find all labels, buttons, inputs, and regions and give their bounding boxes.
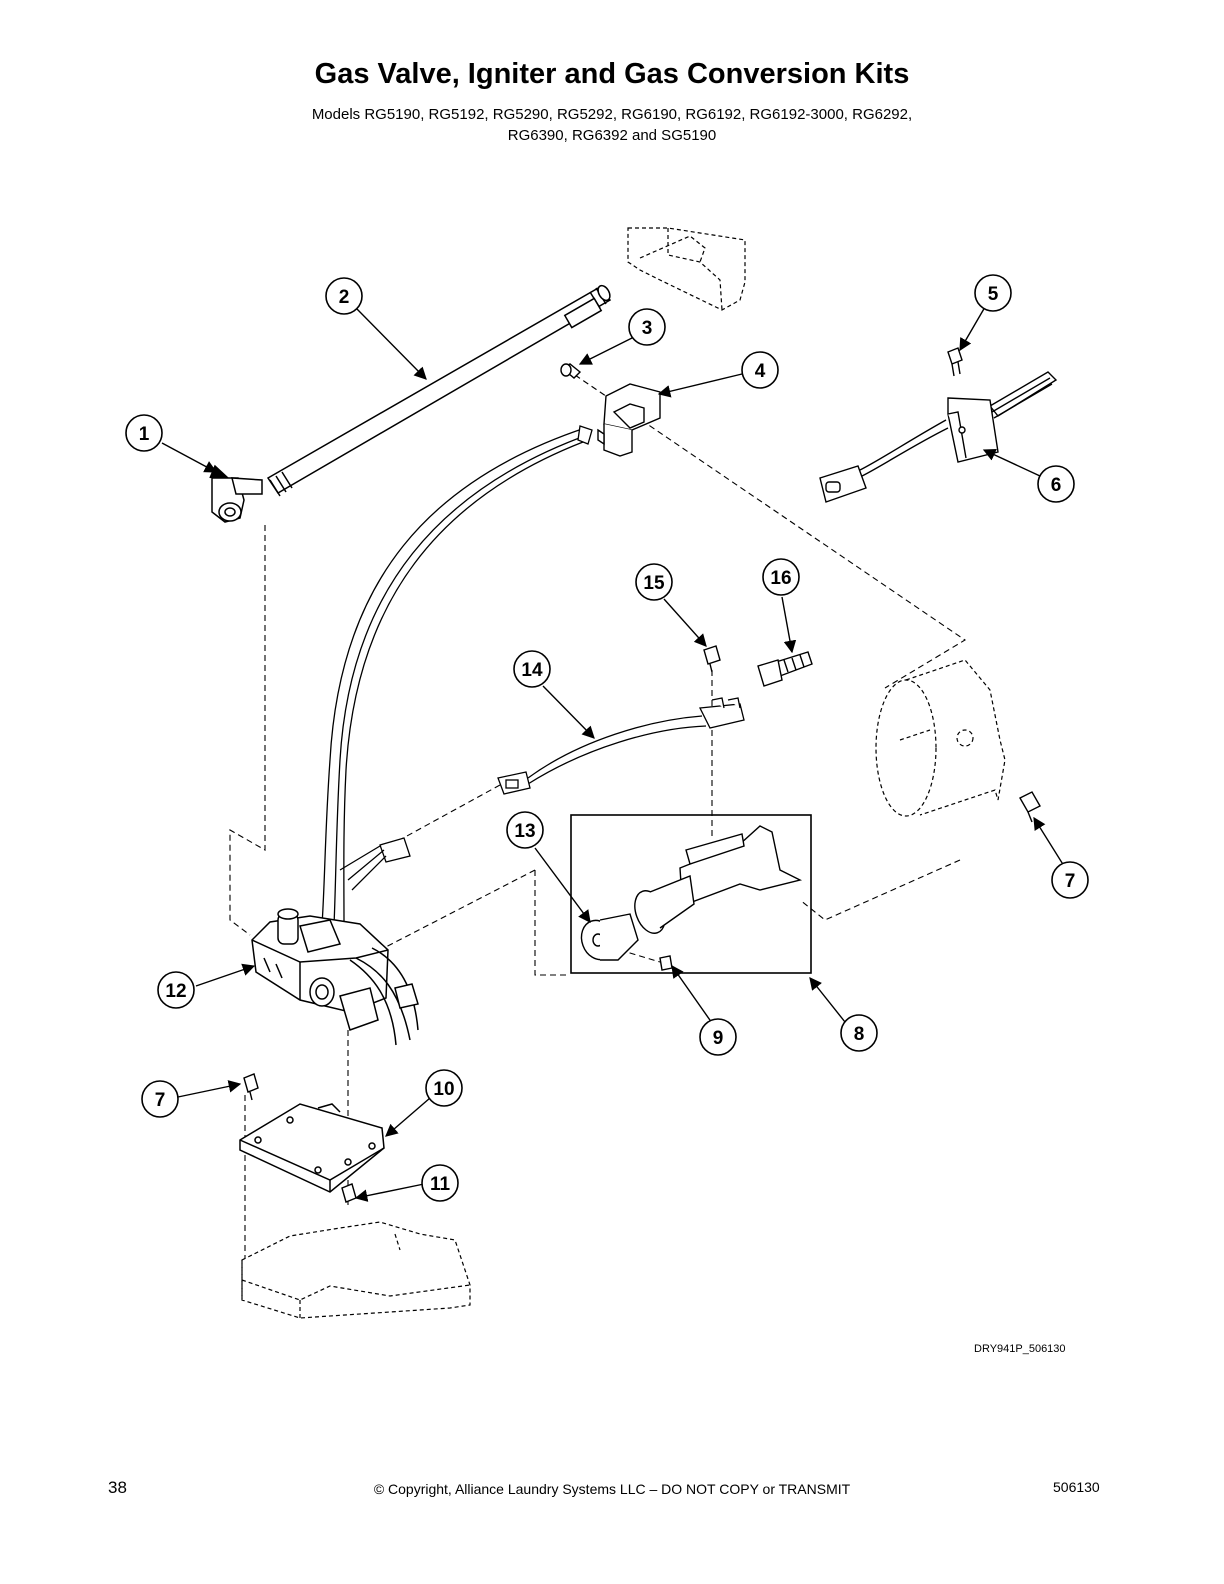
callout-9: 9 — [699, 1018, 737, 1056]
screw-part-7-left — [243, 1073, 259, 1101]
model-list-line-1: Models RG5190, RG5192, RG5290, RG5292, R… — [311, 106, 913, 123]
svg-text:1: 1 — [139, 424, 150, 445]
burner-kit-outline-part-8 — [570, 814, 812, 974]
callout-2: 2 — [325, 277, 363, 315]
svg-text:13: 13 — [514, 821, 535, 842]
callout-15: 15 — [635, 563, 673, 601]
figure-id: DRY941P_506130 — [974, 1343, 1066, 1355]
svg-text:11: 11 — [430, 1174, 451, 1195]
callout-8: 8 — [840, 1014, 878, 1052]
model-list: Models RG5190, RG5192, RG5290, RG5292, R… — [0, 104, 1224, 146]
svg-text:14: 14 — [521, 660, 543, 681]
callout-13: 13 — [506, 811, 544, 849]
burner-housing-reference — [875, 659, 1006, 817]
callout-10: 10 — [425, 1069, 463, 1107]
svg-text:6: 6 — [1051, 475, 1062, 496]
callout-4: 4 — [741, 351, 779, 389]
svg-text:3: 3 — [642, 318, 653, 339]
callout-7-right: 7 — [1051, 861, 1089, 899]
gas-valve-part-12 — [251, 908, 419, 1046]
callouts: 1 2 3 4 5 6 7 8 — [125, 274, 1089, 1202]
svg-text:9: 9 — [713, 1028, 724, 1049]
svg-text:10: 10 — [433, 1079, 454, 1100]
svg-text:5: 5 — [988, 284, 999, 305]
callout-12: 12 — [157, 971, 195, 1009]
callout-6: 6 — [1037, 465, 1075, 503]
svg-text:12: 12 — [165, 981, 186, 1002]
igniter-lead-wires — [321, 425, 593, 926]
svg-text:8: 8 — [854, 1024, 865, 1045]
screw-part-15 — [703, 645, 721, 673]
callout-16: 16 — [762, 558, 800, 596]
svg-text:15: 15 — [643, 573, 665, 594]
mounting-plate-part-10 — [239, 1103, 385, 1193]
valve-connector — [339, 837, 411, 891]
screw-part-7-right — [1019, 791, 1041, 823]
callout-11: 11 — [421, 1164, 459, 1202]
screw-part-9 — [659, 955, 673, 971]
page-number: 38 — [108, 1478, 127, 1497]
document-number: 506130 — [1053, 1479, 1100, 1495]
elbow-fitting-part-1 — [209, 464, 263, 523]
burner-cap-part-13 — [580, 913, 639, 961]
base-reference — [241, 1221, 471, 1319]
callout-14: 14 — [513, 650, 551, 688]
callout-leaders — [161, 306, 1065, 1202]
copyright-notice: © Copyright, Alliance Laundry Systems LL… — [373, 1481, 851, 1497]
model-list-line-2: RG6390, RG6392 and SG5190 — [507, 127, 717, 144]
callout-3: 3 — [628, 308, 666, 346]
svg-text:7: 7 — [1065, 871, 1076, 892]
screw-part-3 — [560, 363, 582, 379]
screw-part-11 — [341, 1183, 357, 1203]
orifice-part-16 — [757, 651, 813, 687]
gas-pipe-part-2 — [266, 284, 612, 497]
mounting-bracket-reference — [627, 227, 746, 311]
page-title: Gas Valve, Igniter and Gas Conversion Ki… — [314, 58, 910, 90]
svg-text:7: 7 — [155, 1090, 166, 1111]
callout-5: 5 — [974, 274, 1012, 312]
igniter-bracket-part-4 — [597, 383, 661, 457]
svg-text:4: 4 — [755, 361, 766, 382]
wire-harness-part-14 — [497, 697, 745, 795]
svg-text:2: 2 — [339, 287, 350, 308]
svg-text:16: 16 — [770, 568, 791, 589]
igniter-part-6 — [819, 371, 1058, 503]
orifice-holder — [634, 825, 803, 934]
callout-1: 1 — [125, 414, 163, 452]
callout-7-left: 7 — [141, 1080, 179, 1118]
screw-part-5 — [947, 347, 963, 377]
